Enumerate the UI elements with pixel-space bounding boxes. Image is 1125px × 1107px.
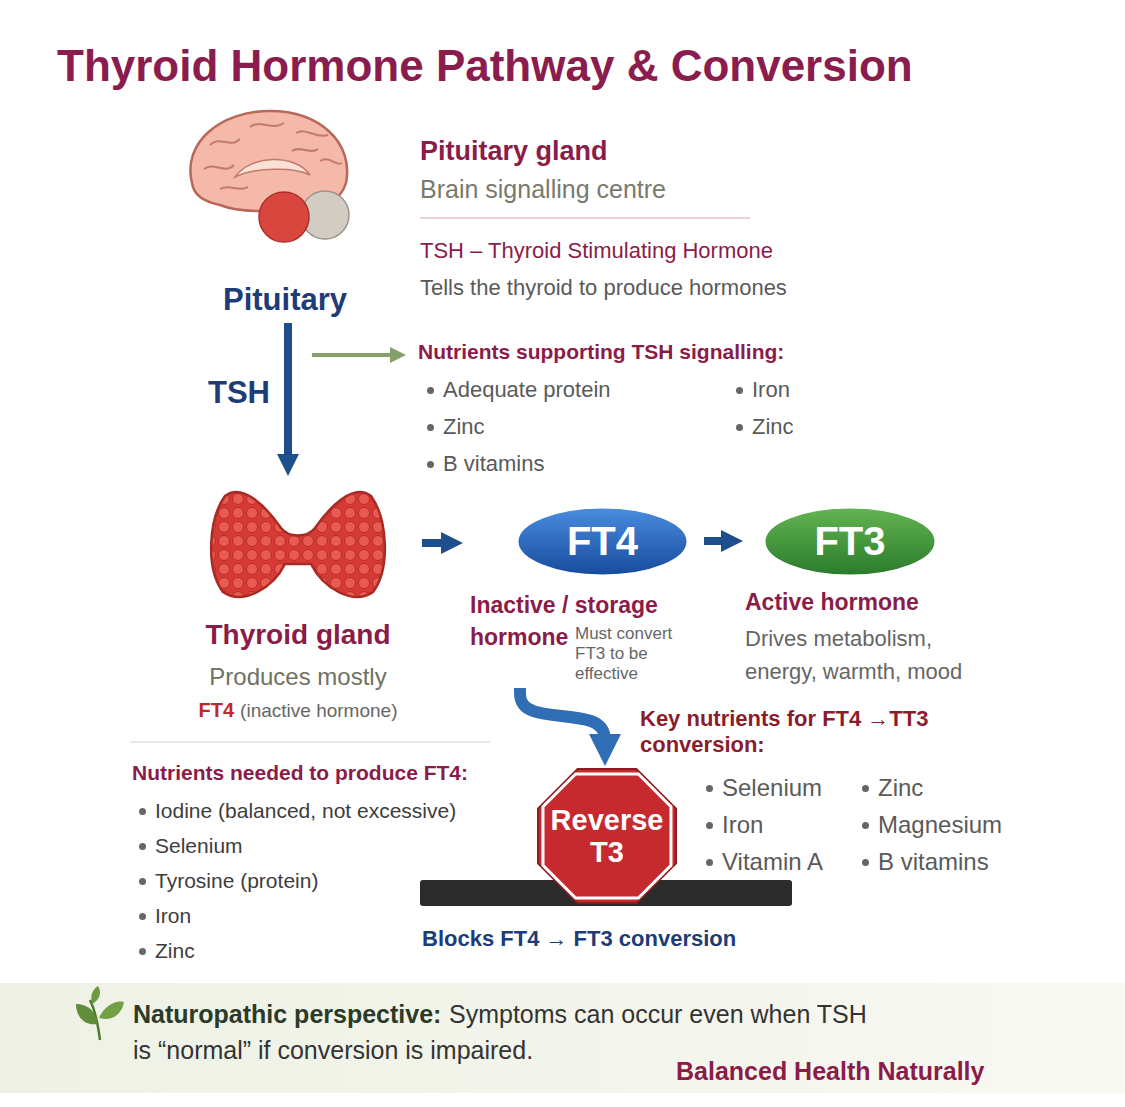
- section-heading: Pituitary gland: [420, 135, 608, 167]
- bullet-dot: [862, 785, 869, 792]
- hormone-caption: Inactive / storage hormone: [470, 589, 700, 653]
- bullet-dot: [427, 424, 434, 431]
- footer-band: [0, 983, 1125, 1093]
- bullet-dot: [736, 424, 743, 431]
- list-item: Tyrosine (protein): [155, 868, 318, 893]
- list-item: Vitamin A: [722, 848, 823, 877]
- diagram-title: Thyroid Hormone Pathway & Conversion: [57, 40, 913, 93]
- list-item: Selenium: [155, 833, 243, 858]
- list-item: Selenium: [722, 774, 822, 803]
- list-item: Iron: [155, 903, 191, 928]
- thyroid-node: FT4(inactive hormone) Thyroid glandProduc…: [178, 478, 418, 723]
- bullet-dot: [862, 859, 869, 866]
- hormone-note: Drives metabolism, energy, warmth, mood: [745, 622, 995, 688]
- bullet-dot: [139, 913, 146, 920]
- organ-label: Pituitary: [180, 281, 390, 318]
- section-subtitle: Brain signalling centre: [420, 174, 666, 204]
- bullet-dot: [706, 859, 713, 866]
- bullet-dot: [736, 387, 743, 394]
- note-lead: Naturopathic perspective:: [133, 996, 441, 1032]
- hormone-name: FT3: [762, 505, 938, 578]
- bullet-dot: [139, 808, 146, 815]
- list-item: B vitamins: [443, 451, 544, 477]
- brain-shape: [180, 105, 355, 245]
- pituitary-node: Pituitary: [180, 105, 390, 319]
- list-item: Magnesium: [878, 811, 1002, 840]
- bullet-dot: [427, 387, 434, 394]
- divider-line: [130, 741, 490, 743]
- bullet-dot: [706, 822, 713, 829]
- hormone-caption: Active hormone: [745, 589, 1005, 617]
- organ-note: Produces mostly: [178, 663, 418, 692]
- bullet-dot: [139, 843, 146, 850]
- edge-label: TSH: [178, 374, 270, 411]
- leaf-icon: [76, 986, 124, 1040]
- stop-label: Reverse T3: [537, 768, 677, 904]
- flow-arrow: [422, 539, 449, 547]
- list-item: B vitamins: [878, 848, 989, 877]
- list-item: Zinc: [443, 414, 485, 440]
- thyroid-shape: [203, 478, 393, 603]
- list-item: Iodine (balanced, not excessive): [155, 798, 456, 823]
- list-item: Zinc: [155, 938, 195, 963]
- hormone-name: FT4: [199, 698, 235, 722]
- bullet-dot: [139, 878, 146, 885]
- list-heading: Nutrients supporting TSH signalling:: [418, 339, 784, 364]
- list-item: Zinc: [878, 774, 923, 803]
- list-item: Zinc: [752, 414, 794, 440]
- bullet-dot: [139, 948, 146, 955]
- bullet-dot: [706, 785, 713, 792]
- list-item: Iron: [722, 811, 763, 840]
- list-heading: Key nutrients for FT4 →TT3 conversion:: [640, 706, 1010, 759]
- hormone-ellipse: FT4Inactive / storage hormoneMust conver…: [465, 505, 700, 684]
- definition-text: Tells the thyroid to produce hormones: [420, 275, 787, 301]
- hormone-note: Must convert FT3 to be effective: [575, 624, 700, 684]
- bullet-dot: [862, 822, 869, 829]
- flow-arrow: [520, 688, 605, 746]
- pointer-arrow: [312, 353, 396, 357]
- list-item: Iron: [752, 377, 790, 403]
- hormone-ellipse: FT3Active hormoneDrives metabolism, ener…: [745, 505, 1005, 688]
- list-item: Adequate protein: [443, 377, 611, 403]
- hormone-name: FT4: [515, 505, 690, 578]
- flow-arrow: [704, 537, 729, 545]
- text-row: FT4(inactive hormone): [178, 698, 418, 723]
- brand-name: Balanced Health Naturally: [676, 1056, 984, 1086]
- definition-term: TSH – Thyroid Stimulating Hormone: [420, 238, 773, 264]
- list-heading: Nutrients needed to produce FT4:: [132, 760, 468, 785]
- organ-label: Thyroid gland: [178, 618, 418, 652]
- divider-line: [420, 217, 750, 219]
- stop-caption: Blocks FT4 → FT3 conversion: [422, 926, 792, 952]
- organ-note: (inactive hormone): [240, 700, 397, 723]
- flow-arrow: [284, 323, 292, 462]
- bullet-dot: [427, 461, 434, 468]
